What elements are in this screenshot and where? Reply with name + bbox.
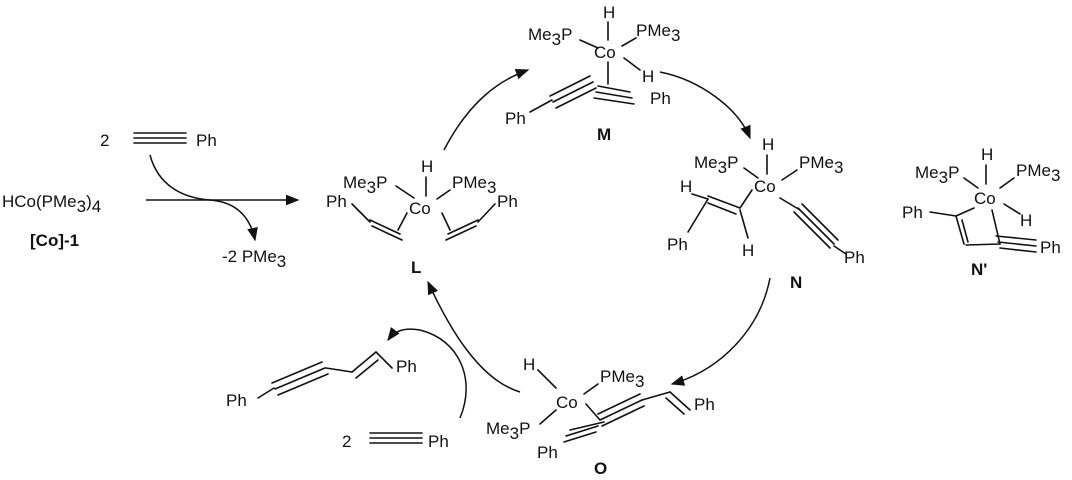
complex-M: H Me3P PMe3 Co H Ph Ph M [505, 3, 680, 144]
svg-text:H: H [981, 145, 993, 164]
top-alkyne-ph: Ph [196, 131, 217, 150]
svg-text:Ph: Ph [428, 432, 449, 451]
svg-text:PMe3: PMe3 [636, 21, 680, 45]
arrow-M-to-N [659, 71, 751, 140]
svg-text:Ph: Ph [505, 109, 526, 128]
label-N-prime: N' [971, 260, 987, 279]
pme3-loss-curve [209, 199, 258, 242]
svg-text:Ph: Ph [1040, 238, 1061, 257]
svg-text:Ph: Ph [694, 395, 715, 414]
complex-N: H Me3P PMe3 Co H Ph H Ph N [667, 135, 865, 292]
svg-text:H: H [642, 67, 654, 86]
precatalyst-formula: HCo(PMe [2, 192, 77, 211]
svg-text:H: H [762, 135, 774, 154]
svg-text:PMe3: PMe3 [799, 153, 843, 177]
enyne-product: Ph Ph [226, 351, 417, 410]
svg-text:Me3P: Me3P [343, 173, 387, 197]
svg-text:H: H [603, 3, 615, 22]
svg-text:PMe3: PMe3 [600, 367, 644, 391]
complex-O: H PMe3 Co Me3P Ph Ph O [486, 355, 715, 478]
svg-text:Ph: Ph [226, 391, 247, 410]
complex-L: H Me3P PMe3 Co Ph Ph L [326, 157, 518, 277]
svg-text:PMe3: PMe3 [452, 173, 496, 197]
product-release-arrow [387, 327, 467, 419]
svg-text:H: H [742, 241, 754, 260]
label-L: L [411, 258, 421, 277]
pme3-loss-label: -2 PMe3 [222, 247, 286, 271]
svg-text:H: H [680, 177, 692, 196]
svg-text:Co: Co [754, 177, 776, 196]
svg-text:Ph: Ph [650, 89, 671, 108]
svg-text:Ph: Ph [326, 192, 347, 211]
top-alkyne-reagent: 2 Ph [100, 131, 217, 150]
label-N: N [790, 273, 802, 292]
svg-text:Ph: Ph [537, 443, 558, 462]
label-M: M [597, 125, 611, 144]
label-O: O [594, 459, 607, 478]
arrow-N-to-O [670, 277, 771, 386]
svg-text:H: H [421, 157, 433, 176]
svg-text:H: H [1020, 211, 1032, 230]
svg-text:Me3P: Me3P [486, 419, 530, 443]
svg-text:Me3P: Me3P [915, 163, 959, 187]
top-alkyne-coefficient: 2 [100, 131, 109, 150]
svg-text:H: H [523, 355, 535, 374]
arrow-L-to-M [443, 69, 530, 151]
precatalyst-id: [Co]-1 [30, 231, 79, 250]
svg-text:2: 2 [342, 432, 351, 451]
svg-text:Co: Co [594, 43, 616, 62]
svg-text:Ph: Ph [667, 235, 688, 254]
svg-text:HCo(PMe3)4: HCo(PMe3)4 [2, 192, 101, 216]
svg-text:Me3P: Me3P [528, 25, 572, 49]
svg-text:Ph: Ph [844, 248, 865, 267]
svg-text:Ph: Ph [497, 192, 518, 211]
bottom-alkyne-reagent: 2 Ph [342, 432, 449, 451]
svg-text:PMe3: PMe3 [1016, 161, 1060, 185]
svg-text:Co: Co [974, 189, 996, 208]
precatalyst: HCo(PMe3)4 [Co]-1 [2, 192, 101, 250]
svg-text:Co: Co [556, 393, 578, 412]
svg-text:Ph: Ph [902, 203, 923, 222]
svg-text:Co: Co [409, 199, 431, 218]
svg-text:Ph: Ph [396, 357, 417, 376]
complex-N-prime: H Me3P PMe3 Co H Ph Ph N' [902, 145, 1061, 279]
alkyne-addition-curve [149, 154, 211, 201]
svg-text:Me3P: Me3P [694, 153, 738, 177]
arrow-O-to-L [427, 280, 521, 393]
